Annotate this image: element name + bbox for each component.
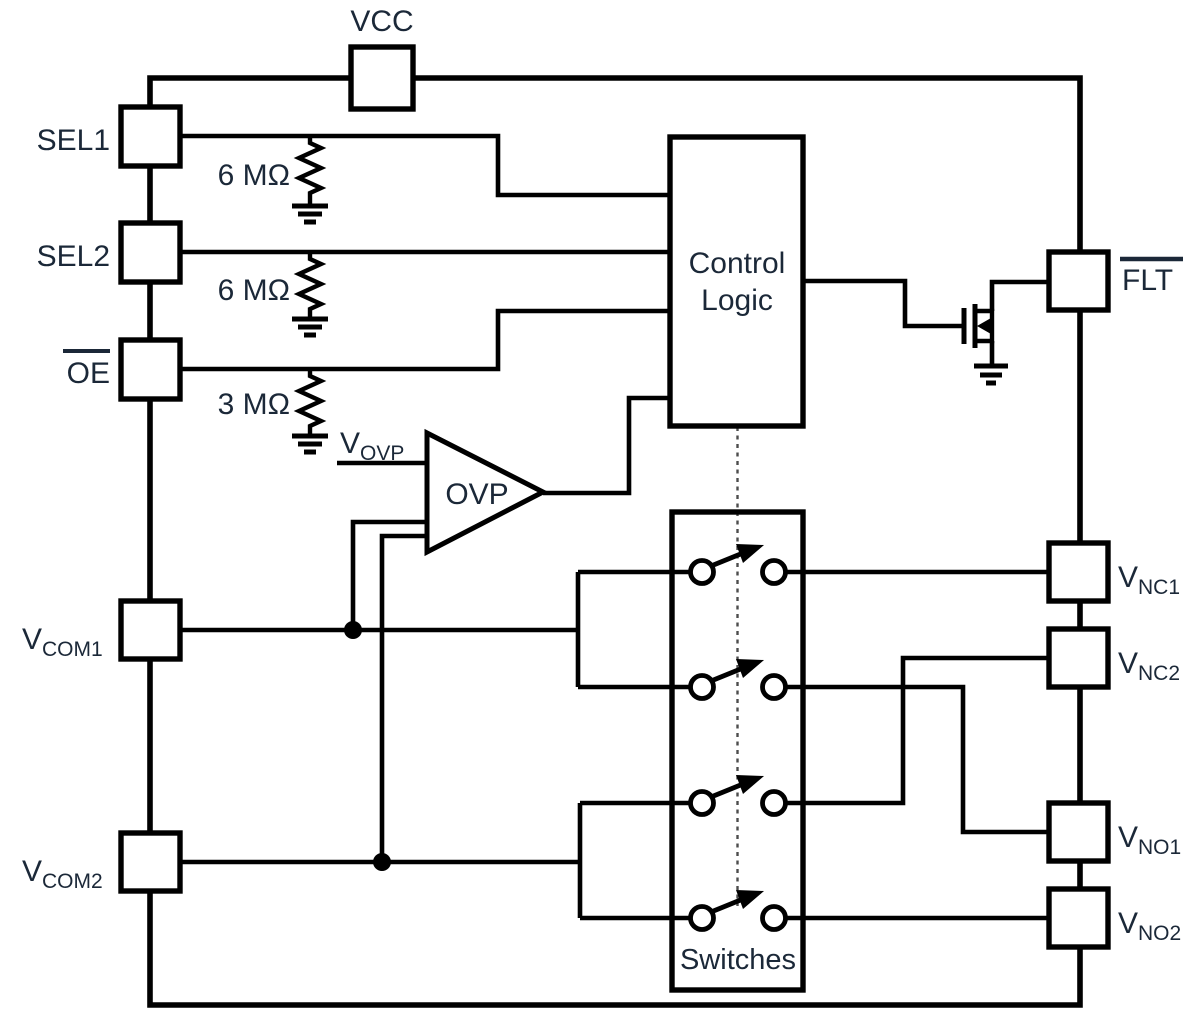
comparator-triangle xyxy=(424,428,549,557)
mosfet-drain-to-flt xyxy=(989,279,1049,311)
vnc1-base: V xyxy=(1118,561,1138,594)
pin-vcom1 xyxy=(118,598,183,662)
nmos-fault-transistor xyxy=(961,279,1049,386)
pin-label-oe-group: OE xyxy=(63,349,110,390)
resistor-oe-pulldown: 3 MΩ xyxy=(218,369,328,455)
pin-vno2 xyxy=(1046,886,1111,950)
switches-box xyxy=(669,509,806,993)
wire-ovp-sense-vcom2 xyxy=(379,533,427,862)
pin-oe xyxy=(118,337,183,402)
pin-label-vnc1: VNC1 xyxy=(1118,561,1180,599)
pin-vcc xyxy=(348,44,416,112)
pin-label-oe: OE xyxy=(67,357,110,390)
control-logic-block: Control Logic xyxy=(667,134,806,429)
resistor-value-label: 6 MΩ xyxy=(218,159,290,192)
wire-ovp-to-control-logic xyxy=(543,395,672,496)
ground-icon xyxy=(292,203,328,225)
wire-control-logic-to-gate xyxy=(803,278,964,329)
vno2-subscript: NO2 xyxy=(1138,922,1181,945)
pin-label-vcom2: VCOM2 xyxy=(22,855,103,893)
resistor-value-label: 3 MΩ xyxy=(218,388,290,421)
vcom1-subscript: COM1 xyxy=(42,638,103,661)
pin-sel1 xyxy=(118,104,183,169)
vnc2-base: V xyxy=(1118,647,1138,680)
pin-vcom2 xyxy=(118,830,183,894)
resistor-value-label: 6 MΩ xyxy=(218,274,290,307)
wire-ovp-sense-vcom1 xyxy=(350,519,427,630)
ground-icon xyxy=(974,363,1008,386)
pin-label-flt-group: FLT xyxy=(1120,256,1183,297)
control-logic-label-line2: Logic xyxy=(701,284,773,317)
pin-label-vnc2: VNC2 xyxy=(1118,647,1180,685)
pin-label-vcom1: VCOM1 xyxy=(22,623,103,661)
mosfet-body xyxy=(975,308,995,344)
vno2-base: V xyxy=(1118,907,1138,940)
vno1-subscript: NO1 xyxy=(1138,836,1181,859)
resistor-zigzag xyxy=(293,136,327,206)
vno1-base: V xyxy=(1118,821,1138,854)
pin-label-flt: FLT xyxy=(1122,264,1173,297)
wire-sel1-to-control-logic xyxy=(180,133,672,198)
pin-flt xyxy=(1046,249,1111,313)
ground-icon xyxy=(292,316,328,338)
pin-vnc2 xyxy=(1046,626,1111,690)
ovp-label: OVP xyxy=(445,478,508,511)
pin-label-sel1: SEL1 xyxy=(37,124,110,157)
wire-switch2-to-vno1 xyxy=(785,684,1049,835)
vcom2-base: V xyxy=(22,855,42,888)
pin-boxes xyxy=(118,44,1111,950)
pin-vnc1 xyxy=(1046,540,1111,604)
vnc2-subscript: NC2 xyxy=(1138,662,1180,685)
mosfet-arrow-icon xyxy=(977,318,991,334)
wire-oe-to-control-logic xyxy=(180,308,672,372)
pin-label-vno1: VNO1 xyxy=(1118,821,1181,859)
ic-boundary xyxy=(147,75,1083,1008)
junction-dot-vcom2 xyxy=(373,853,391,871)
pin-label-vno2: VNO2 xyxy=(1118,907,1181,945)
vovp-subscript: OVP xyxy=(360,442,404,465)
resistor-sel1-pulldown: 6 MΩ xyxy=(218,136,328,225)
control-logic-box xyxy=(667,134,806,429)
resistor-sel2-pulldown: 6 MΩ xyxy=(218,252,328,338)
wire-switch3-to-vnc2 xyxy=(785,655,1049,806)
resistor-zigzag xyxy=(293,252,327,319)
pin-labels: VCC SEL1 SEL2 OE VCOM1 VCOM2 FLT VNC1 VN… xyxy=(22,5,1183,945)
ground-icon xyxy=(292,433,328,455)
switches-label: Switches xyxy=(680,944,796,976)
resistor-zigzag xyxy=(293,369,327,436)
vcom1-base: V xyxy=(22,623,42,656)
wires xyxy=(180,133,1049,921)
ovp-comparator: OVP VOVP xyxy=(340,427,549,557)
vovp-signal-label: VOVP xyxy=(340,427,404,465)
pin-label-vcc: VCC xyxy=(350,5,413,38)
vcom2-subscript: COM2 xyxy=(42,870,103,893)
wire-vcom1-bus xyxy=(180,569,695,690)
pin-vno1 xyxy=(1046,800,1111,864)
junction-dot-vcom1 xyxy=(344,621,362,639)
vnc1-subscript: NC1 xyxy=(1138,576,1180,599)
vovp-base: V xyxy=(340,427,360,460)
control-logic-label-line1: Control xyxy=(689,247,786,280)
pin-label-sel2: SEL2 xyxy=(37,240,110,273)
pin-sel2 xyxy=(118,220,183,285)
wire-vcom2-bus xyxy=(180,800,695,921)
switches-block: Switches xyxy=(669,509,806,993)
